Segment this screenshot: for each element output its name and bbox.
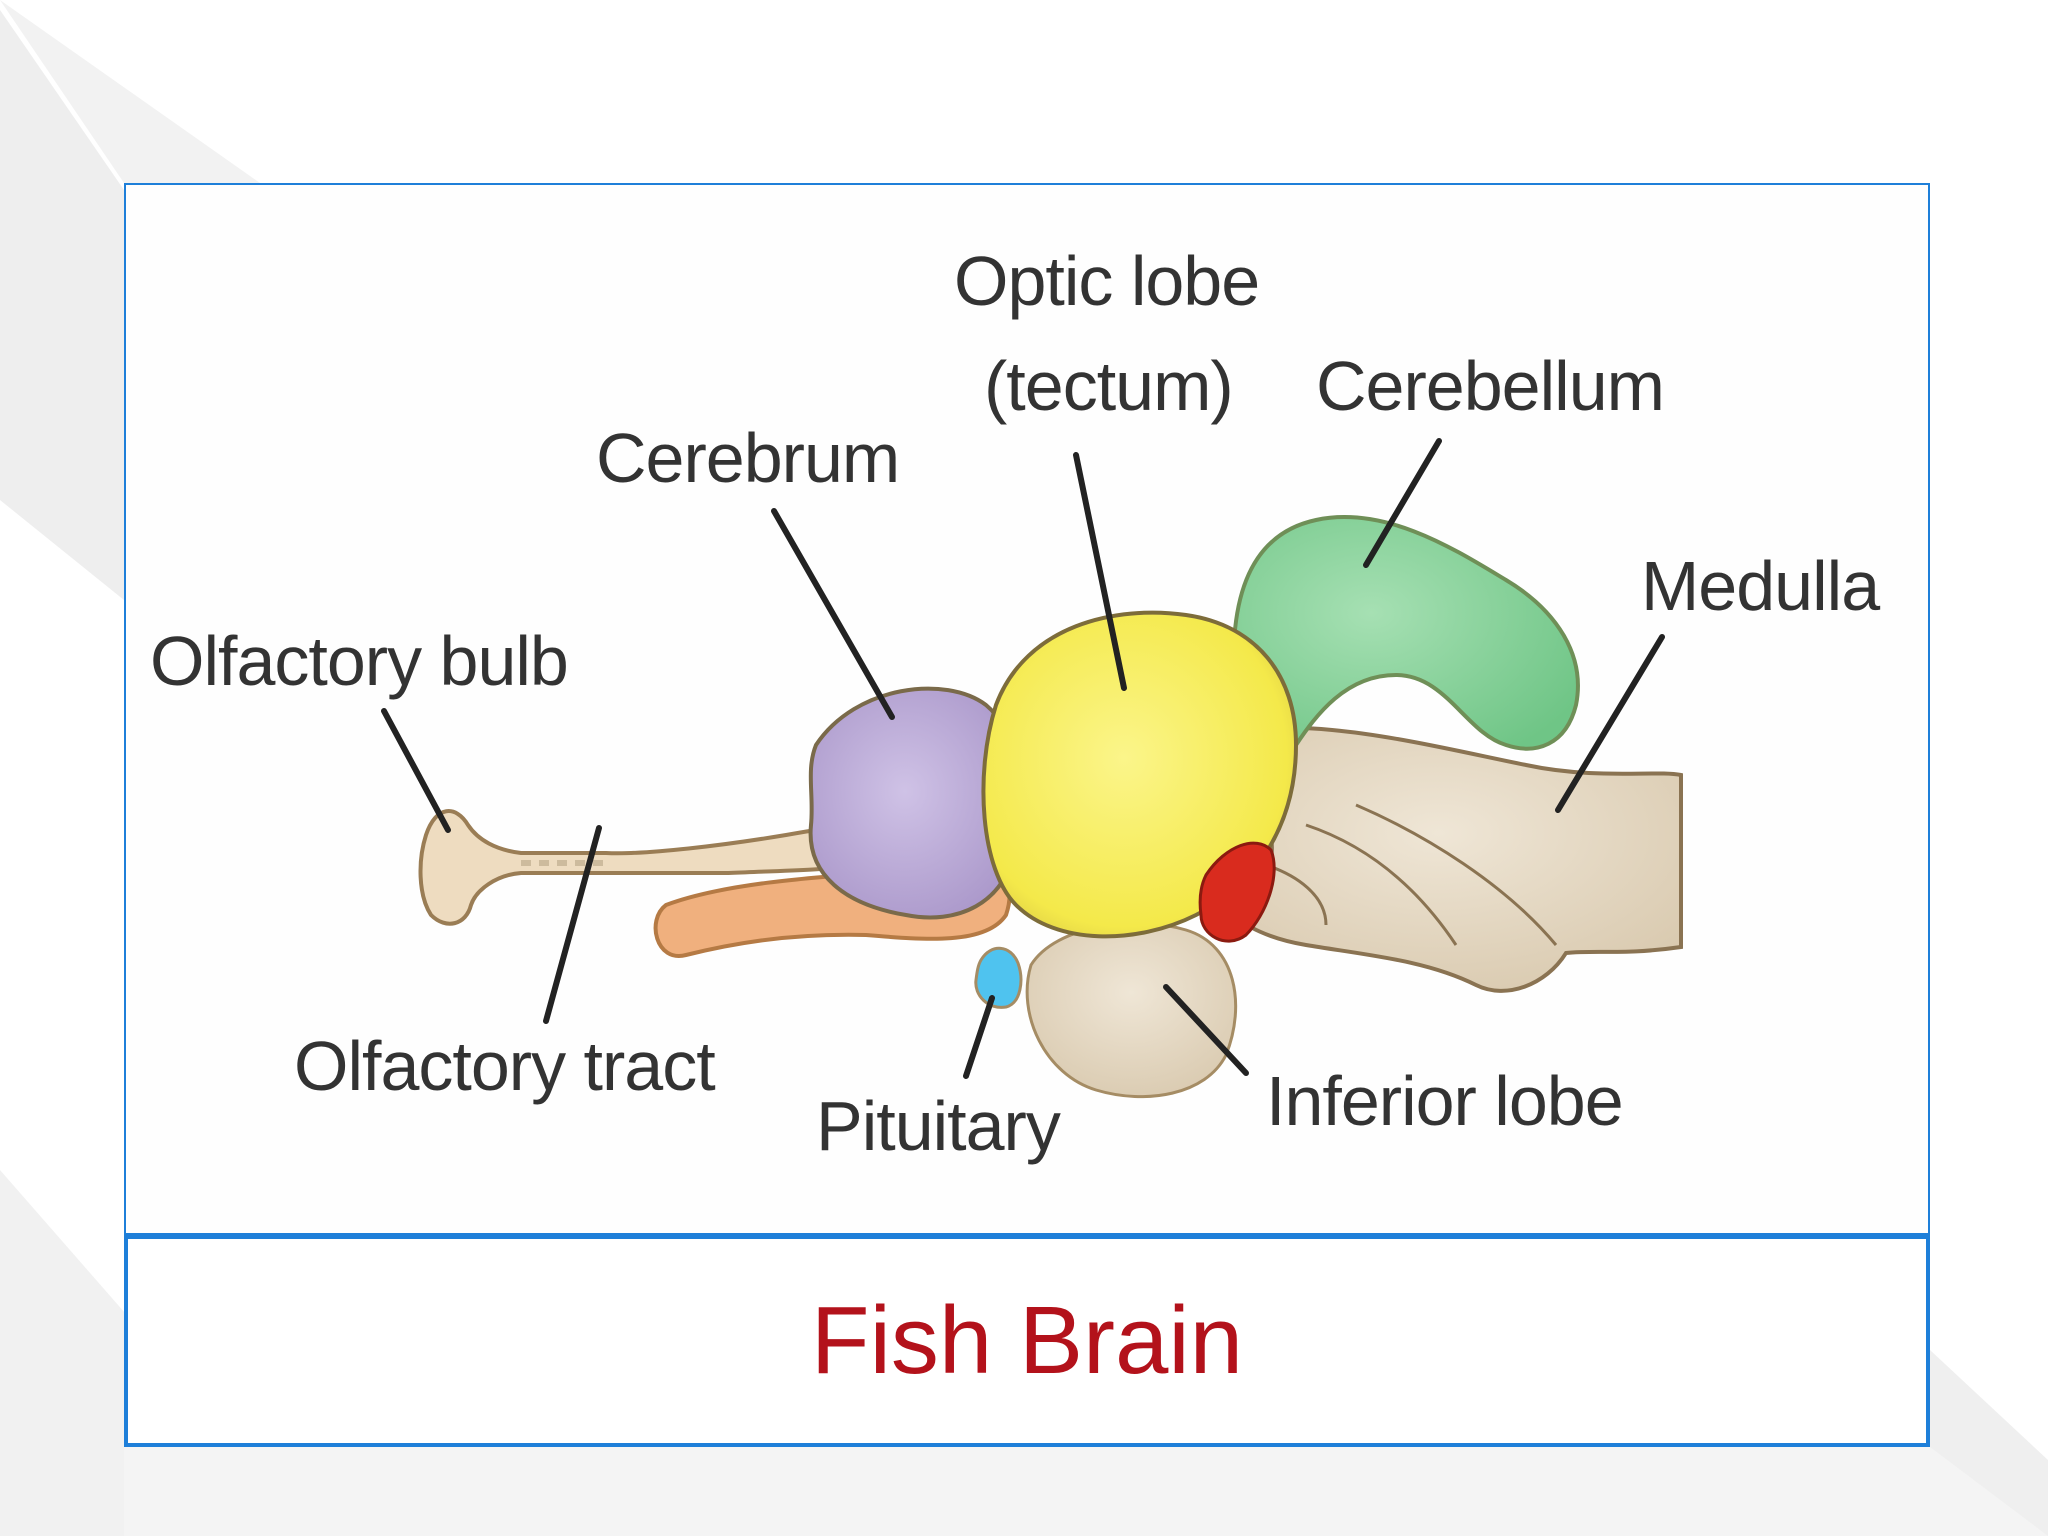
caption-title: Fish Brain	[810, 1287, 1244, 1394]
cerebrum-shape	[808, 686, 1022, 920]
label-medulla: Medulla	[1641, 547, 1880, 625]
leader-pituitary	[963, 995, 995, 1079]
label-pituitary: Pituitary	[816, 1087, 1061, 1165]
leader-medulla	[1555, 634, 1665, 813]
label-olfactory-bulb: Olfactory bulb	[150, 622, 568, 700]
diagram-frame: Olfactory bulb Cerebrum Optic lobe (tect…	[124, 183, 1930, 1235]
leader-cerebellum	[1363, 438, 1442, 568]
label-optic-lobe-line2: (tectum)	[984, 347, 1233, 425]
red-body-shape	[1198, 841, 1276, 943]
label-cerebrum: Cerebrum	[596, 419, 899, 497]
caption-box: Fish Brain	[124, 1235, 1930, 1447]
leader-optic-lobe	[1073, 452, 1127, 691]
label-cerebellum: Cerebellum	[1316, 347, 1664, 425]
label-inferior-lobe: Inferior lobe	[1266, 1062, 1623, 1140]
inferior-lobe-shape	[1025, 921, 1238, 1099]
leader-olfactory-tract	[543, 825, 602, 1024]
leader-inferior-lobe	[1163, 984, 1249, 1076]
pituitary-shape	[974, 946, 1023, 1009]
leader-olfactory-bulb	[381, 708, 451, 833]
fish-brain-diagram: Olfactory bulb Cerebrum Optic lobe (tect…	[150, 242, 1881, 1165]
label-optic-lobe-line1: Optic lobe	[954, 242, 1259, 320]
leader-cerebrum	[771, 508, 895, 720]
label-olfactory-tract: Olfactory tract	[294, 1027, 715, 1105]
optic-lobe-shape	[981, 610, 1299, 939]
cerebellum-shape	[1231, 515, 1580, 759]
